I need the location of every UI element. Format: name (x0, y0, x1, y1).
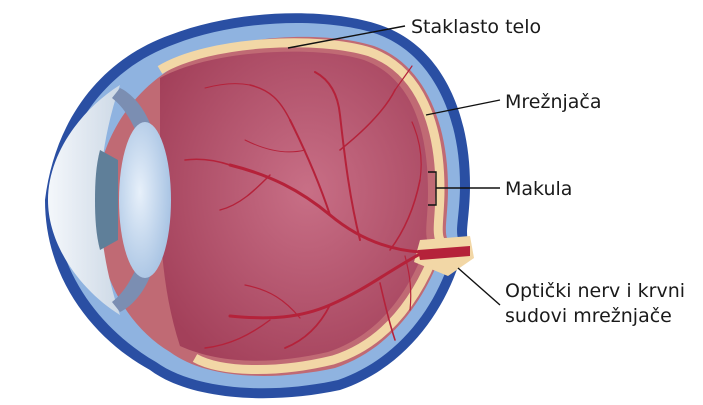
macula-label: Makula (505, 178, 572, 200)
optic-label-line1: Optički nerv i krvni (505, 280, 685, 302)
vitreous-label: Staklasto telo (411, 16, 541, 38)
optic-leader (458, 268, 500, 305)
retina-label: Mrežnjača (505, 91, 602, 113)
optic-label-line2: sudovi mrežnjače (505, 305, 672, 327)
iris (95, 150, 118, 250)
lens (119, 122, 171, 278)
